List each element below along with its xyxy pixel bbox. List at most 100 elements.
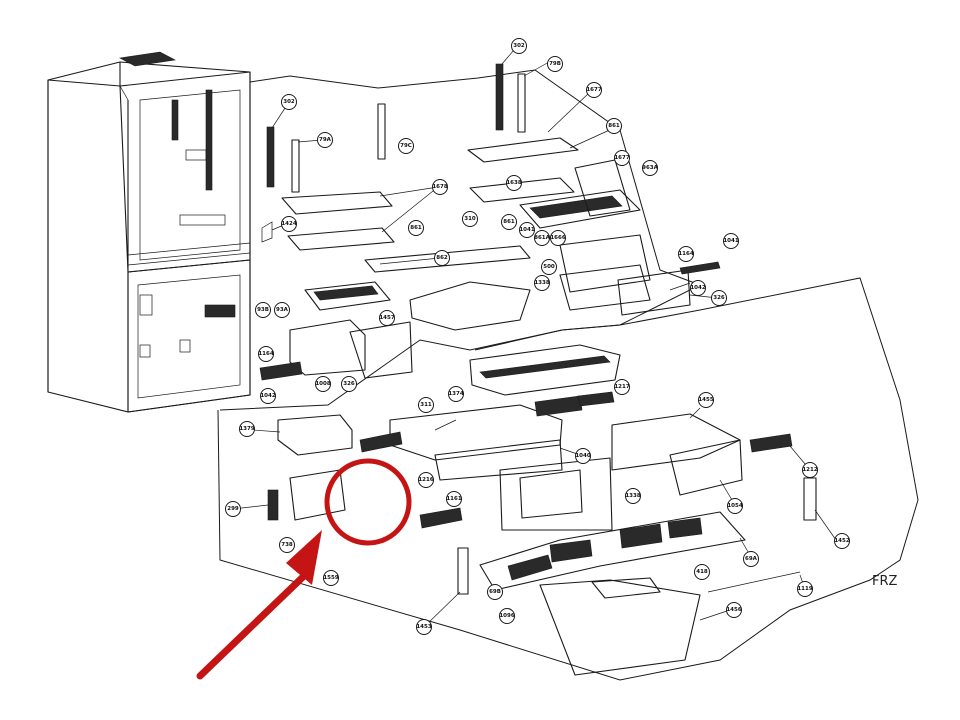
callout-circle [418, 397, 434, 413]
callout-738: 738 [279, 537, 295, 553]
callout-label: 1041 [723, 238, 738, 244]
callout-circle [379, 310, 395, 326]
highlight-circle [324, 458, 412, 546]
callout-1457: 1457 [379, 310, 395, 326]
callout-circle [614, 150, 630, 166]
callout-circle [519, 222, 535, 238]
callout-circle [317, 132, 333, 148]
callout-1161: 1161 [446, 491, 462, 507]
callout-500: 500 [541, 259, 557, 275]
callout-label: 500 [543, 264, 555, 270]
callout-label: 418 [696, 569, 708, 575]
callout-circle [323, 570, 339, 586]
callout-label: 738 [281, 542, 293, 548]
callout-label: 861 [410, 225, 422, 231]
callout-93b: 93B [255, 302, 271, 318]
callout-label: 310 [464, 216, 476, 222]
callout-circle [723, 233, 739, 249]
callout-label: 79B [549, 61, 561, 67]
callout-circle [281, 94, 297, 110]
callout-label: 1457 [379, 315, 394, 321]
callout-circle [711, 290, 727, 306]
callout-label: 1452 [834, 538, 849, 544]
callout-302: 302 [281, 94, 297, 110]
callout-circle [534, 275, 550, 291]
callout-label: 1041 [519, 227, 534, 233]
callout-302: 302 [511, 38, 527, 54]
callout-circle [534, 230, 550, 246]
callout-circle [614, 379, 630, 395]
freezer-parts [267, 344, 817, 676]
callout-label: 299 [227, 506, 239, 512]
callout-circle [255, 302, 271, 318]
callout-circle [258, 346, 274, 362]
callout-1042: 1042 [690, 280, 706, 296]
callout-circle [225, 501, 241, 517]
callout-circle [260, 388, 276, 404]
callout-label: 1042 [260, 393, 275, 399]
callout-label: 1455 [698, 397, 713, 403]
callout-label: 1217 [614, 384, 629, 390]
callout-label: 1453 [416, 624, 431, 630]
callout-circle [726, 602, 742, 618]
callout-1008: 1008 [315, 376, 331, 392]
callout-circle [743, 551, 759, 567]
highlight-annotation [196, 458, 412, 680]
callout-79c: 79C [398, 138, 414, 154]
callout-circle [625, 488, 641, 504]
callout-label: 1054 [727, 503, 742, 509]
callout-circle [315, 376, 331, 392]
callout-label: 326 [343, 381, 355, 387]
callout-circle [446, 491, 462, 507]
callout-circle [797, 581, 813, 597]
callout-circle [279, 537, 295, 553]
callout-circle [606, 118, 622, 134]
callout-1216: 1216 [418, 472, 434, 488]
callout-1638: 1638 [506, 175, 522, 191]
callout-circle [727, 498, 743, 514]
callout-1164: 1164 [678, 246, 694, 262]
arrow-head [286, 530, 322, 585]
callout-861: 861 [408, 220, 424, 236]
callout-circle [462, 211, 478, 227]
callout-label: 311 [420, 402, 432, 408]
callout-1212: 1212 [802, 462, 818, 478]
callout-label: 1678 [432, 184, 447, 190]
callout-1677: 1677 [614, 150, 630, 166]
callout-circle [281, 216, 297, 232]
callout-circle [499, 608, 515, 624]
callout-label: 79C [400, 143, 412, 149]
callout-label: 69A [745, 556, 758, 562]
callout-circle [434, 250, 450, 266]
callout-310: 310 [462, 211, 478, 227]
refrigerator-cabinet [47, 51, 251, 413]
callout-label: 93B [257, 307, 269, 313]
callout-circle [501, 214, 517, 230]
callout-label: 1338 [534, 280, 549, 286]
callout-862: 862 [434, 250, 450, 266]
callout-label: 1374 [448, 391, 463, 397]
callout-circle [547, 56, 563, 72]
callout-1040: 1040 [575, 448, 591, 464]
callout-861a: 861A [534, 230, 551, 246]
callout-1338: 1338 [625, 488, 641, 504]
callout-circle [432, 179, 448, 195]
callout-label: 1424 [281, 221, 296, 227]
callout-label: 1161 [446, 496, 461, 502]
callout-circle [834, 533, 850, 549]
callout-1559: 1559 [323, 570, 339, 586]
callout-69b: 69B [487, 584, 503, 600]
zone-label-frz: FRZ [872, 574, 898, 589]
callout-circle [586, 82, 602, 98]
callout-861: 861 [606, 118, 622, 134]
callout-1217: 1217 [614, 379, 630, 395]
callout-circle [487, 584, 503, 600]
callout-label: 1212 [802, 467, 817, 473]
callout-1119: 1119 [797, 581, 813, 597]
callout-circle [678, 246, 694, 262]
callout-label: 79A [319, 137, 332, 143]
callout-circle [506, 175, 522, 191]
callout-326: 326 [341, 376, 357, 392]
callout-1042: 1042 [260, 388, 276, 404]
